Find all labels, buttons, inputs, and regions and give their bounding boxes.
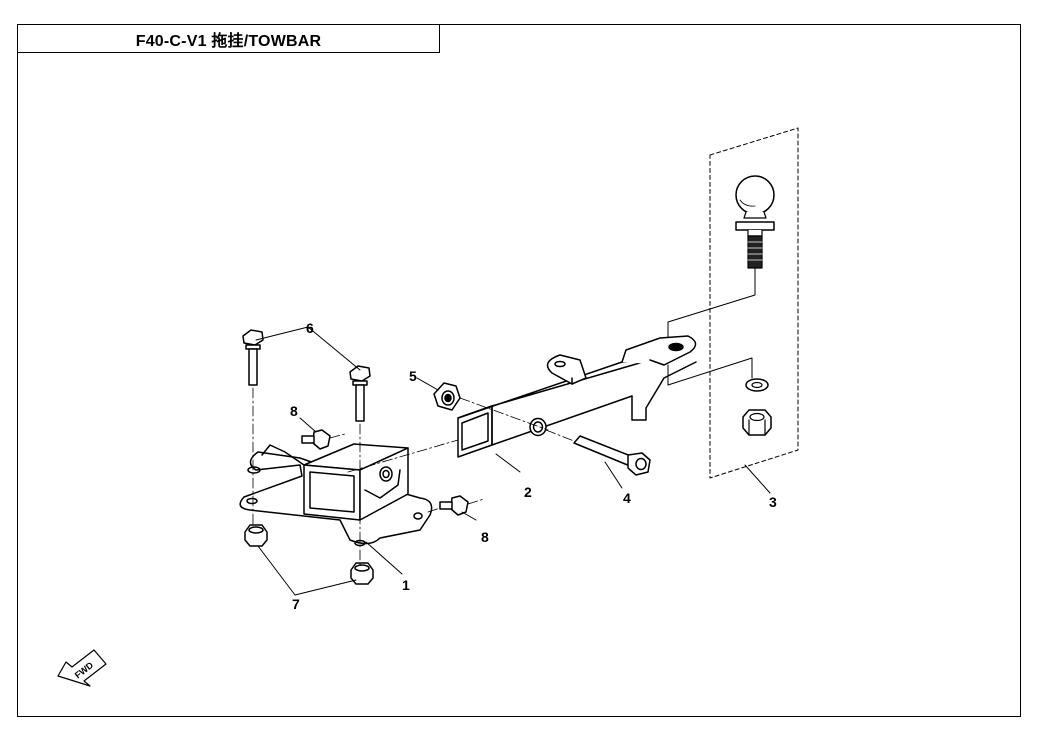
- callout-leaders: [255, 326, 771, 596]
- callout-5: 5: [409, 368, 417, 384]
- assembly-centerlines: [252, 387, 575, 566]
- part-6-long-bolt-left[interactable]: [242, 329, 264, 386]
- callout-8-upper: 8: [290, 403, 298, 419]
- callout-7: 7: [292, 596, 300, 612]
- page-title: F40-C-V1 拖挂/TOWBAR: [17, 24, 440, 53]
- callout-8-lower: 8: [481, 529, 489, 545]
- part-8-bolt-lower[interactable]: [439, 495, 469, 516]
- part-1-hitch-bracket[interactable]: [239, 443, 433, 547]
- part-5-flange-nut[interactable]: [433, 382, 461, 411]
- callout-1: 1: [402, 577, 410, 593]
- part-7-nut-left[interactable]: [244, 524, 268, 547]
- callout-6: 6: [306, 320, 314, 336]
- callout-4: 4: [623, 490, 631, 506]
- drawing-frame: [17, 24, 1021, 717]
- part-7-nut-right[interactable]: [350, 562, 374, 585]
- part-3-tow-ball-kit[interactable]: [709, 127, 799, 479]
- part-2-towbar[interactable]: [457, 335, 697, 458]
- forward-direction-arrow-icon: FWD: [57, 649, 107, 687]
- part-6-long-bolt-right[interactable]: [349, 365, 371, 422]
- callout-2: 2: [524, 484, 532, 500]
- part-4-hitch-pin-bolt[interactable]: [573, 435, 651, 476]
- part-3-assembly-lines: [667, 267, 756, 386]
- callout-3: 3: [769, 494, 777, 510]
- part-8-bolt-upper[interactable]: [301, 429, 331, 450]
